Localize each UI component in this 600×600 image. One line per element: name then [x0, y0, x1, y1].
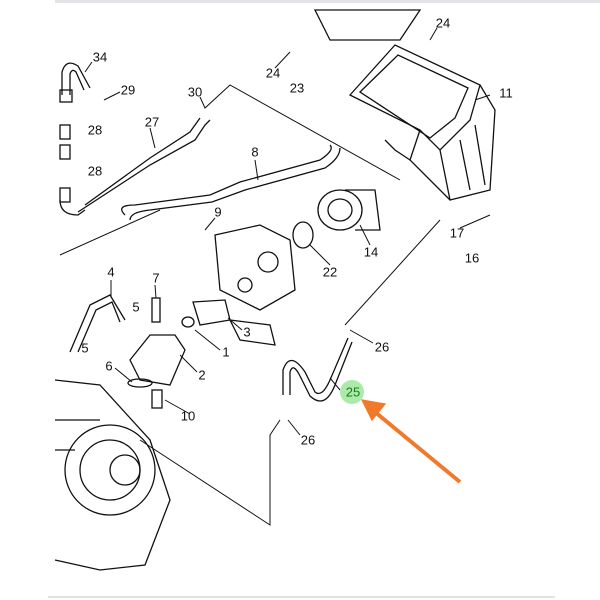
- part-label[interactable]: 26: [374, 339, 390, 355]
- leader-lines: [59, 27, 491, 526]
- part-label[interactable]: 28: [87, 163, 103, 179]
- part-label[interactable]: 29: [120, 82, 136, 98]
- part-label[interactable]: 24: [265, 65, 281, 81]
- part-label[interactable]: 26: [300, 432, 316, 448]
- part-label[interactable]: 27: [144, 114, 160, 130]
- part-label[interactable]: 7: [152, 270, 160, 286]
- highlight-marker: [340, 380, 364, 404]
- part-label[interactable]: 23: [289, 80, 305, 96]
- part-label[interactable]: 4: [107, 264, 115, 280]
- part-label[interactable]: 14: [363, 244, 379, 260]
- hose-27: [77, 117, 211, 213]
- throttle-body: [214, 224, 296, 346]
- intake-joint: [292, 189, 381, 249]
- air-filter-box: [313, 9, 496, 201]
- hose-8: [121, 144, 341, 221]
- bottom-border: [48, 596, 555, 598]
- part-label[interactable]: 24: [435, 15, 451, 31]
- top-border: [55, 0, 600, 3]
- part-label[interactable]: 2: [198, 367, 206, 383]
- pointer-arrow: [360, 399, 462, 484]
- highlighted-part-label[interactable]: 25: [345, 384, 361, 400]
- part-label[interactable]: 34: [92, 49, 108, 65]
- part-label[interactable]: 5: [81, 340, 89, 356]
- part-label[interactable]: 1: [222, 344, 230, 360]
- part-label[interactable]: 8: [251, 144, 259, 160]
- part-label[interactable]: 22: [322, 264, 338, 280]
- part-label[interactable]: 3: [243, 324, 251, 340]
- hose-25: [282, 337, 353, 402]
- part-label[interactable]: 5: [132, 299, 140, 315]
- hose-34: [59, 62, 91, 216]
- part-label[interactable]: 6: [105, 358, 113, 374]
- part-label[interactable]: 9: [214, 204, 222, 220]
- left-parts: [69, 294, 231, 409]
- part-label[interactable]: 28: [87, 122, 103, 138]
- part-label[interactable]: 16: [464, 250, 480, 266]
- part-label[interactable]: 10: [180, 408, 196, 424]
- part-label[interactable]: 30: [187, 84, 203, 100]
- part-label[interactable]: 11: [499, 85, 513, 101]
- part-label[interactable]: 17: [449, 225, 465, 241]
- engine-block: [54, 379, 171, 571]
